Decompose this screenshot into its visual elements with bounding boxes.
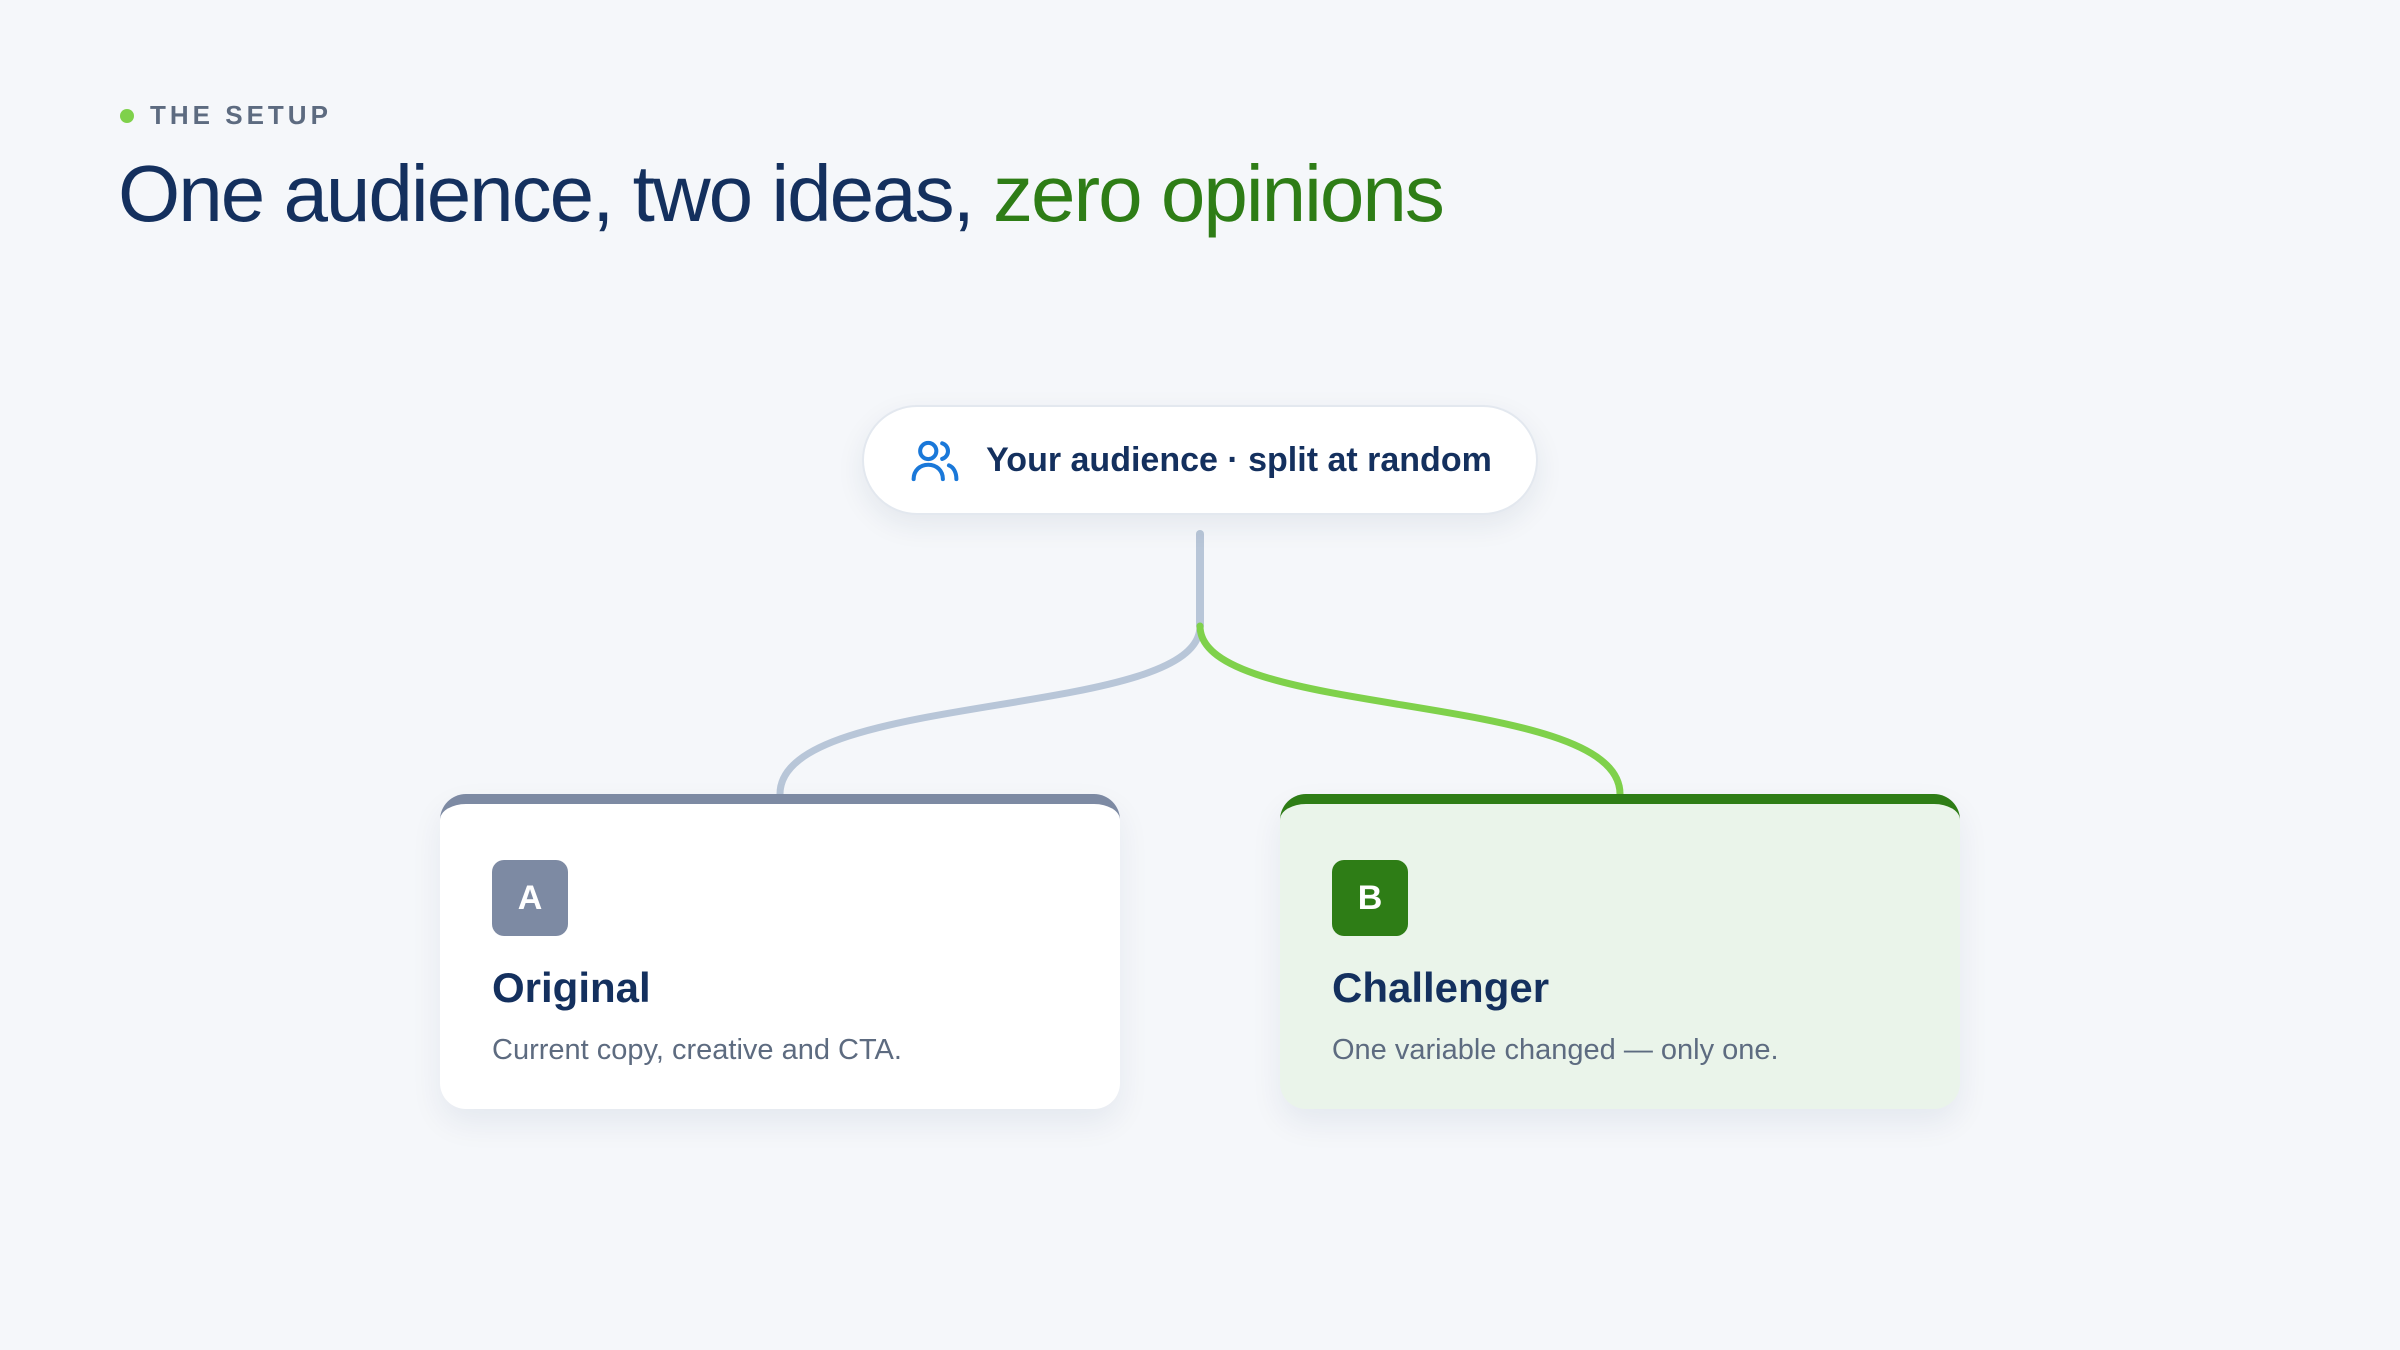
variant-card-challenger: B Challenger One variable changed — only… (1280, 794, 1960, 1109)
audience-node: Your audience · split at random (862, 405, 1538, 515)
title-accent: zero opinions (993, 149, 1445, 238)
variant-badge-a: A (492, 860, 568, 936)
connector-to-challenger (1196, 622, 1624, 798)
connector-to-original (776, 622, 1204, 798)
page-title: One audience, two ideas, zero opinions (118, 148, 1445, 240)
variant-title-original: Original (492, 964, 651, 1011)
eyebrow-label: THE SETUP (150, 100, 332, 130)
variant-description-original: Current copy, creative and CTA. (492, 1034, 902, 1066)
section-eyebrow: THE SETUP (120, 100, 332, 131)
audience-label: Your audience · split at random (986, 440, 1492, 479)
variant-card-original: A Original Current copy, creative and CT… (440, 794, 1120, 1109)
users-icon (911, 440, 959, 482)
title-main: One audience, two ideas, (118, 149, 994, 238)
variant-title-challenger: Challenger (1332, 964, 1550, 1011)
variant-description-challenger: One variable changed — only one. (1332, 1034, 1779, 1066)
variant-badge-b: B (1332, 860, 1408, 936)
eyebrow-dot (120, 108, 134, 123)
